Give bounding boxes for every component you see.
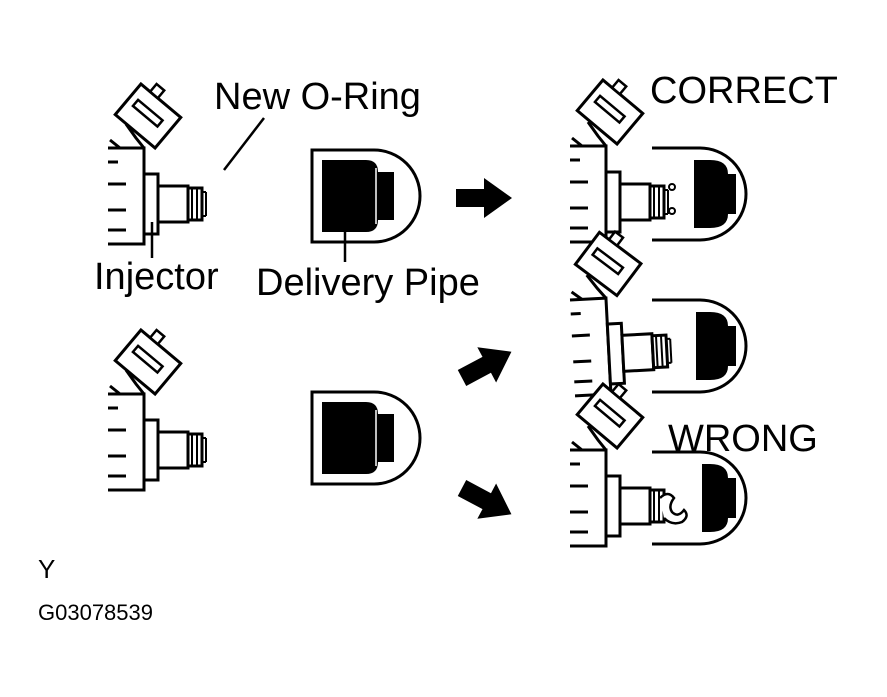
injector-label: Injector — [94, 256, 219, 298]
new-oring-label: New O-Ring — [214, 76, 421, 118]
injector-top-left — [106, 74, 208, 246]
arrow-down-right-icon — [452, 470, 521, 532]
oring-leader-line — [223, 117, 265, 171]
corner-letter: Y — [38, 554, 56, 584]
correct-label: CORRECT — [650, 70, 838, 112]
injector-bottom-left — [106, 320, 208, 492]
arrow-up-right-icon — [452, 334, 521, 396]
assembly-correct — [568, 70, 748, 244]
delivery-pipe-bottom — [310, 390, 422, 486]
figure-code: G03078539 — [38, 600, 153, 625]
assembly-wrong — [568, 374, 748, 548]
pinched-oring-icon — [659, 492, 688, 525]
wrong-label: WRONG — [668, 418, 818, 460]
delivery-pipe-label: Delivery Pipe — [256, 262, 480, 304]
arrow-right-icon — [456, 178, 512, 218]
delivery-pipe-top — [310, 148, 422, 244]
assembly-middle — [567, 220, 748, 398]
